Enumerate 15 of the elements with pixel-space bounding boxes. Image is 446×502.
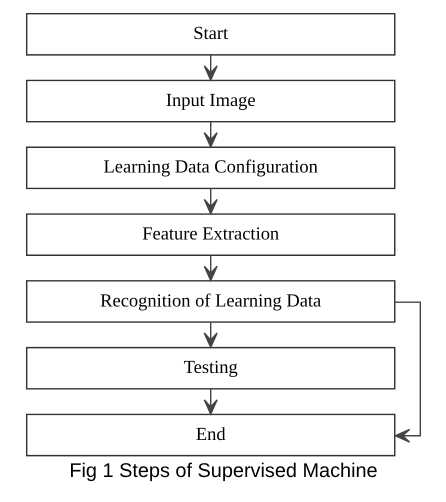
- arrow: [203, 322, 218, 348]
- node-box: End: [25, 414, 395, 456]
- arrow: [203, 188, 218, 214]
- node-box: Recognition of Learning Data: [25, 280, 395, 323]
- arrow: [394, 301, 421, 443]
- arrow: [203, 389, 218, 415]
- node-box: Testing: [25, 346, 395, 390]
- node-box: Learning Data Configuration: [25, 146, 395, 190]
- arrow: [203, 55, 218, 81]
- node-box: Feature Extraction: [25, 213, 395, 256]
- arrow: [203, 255, 218, 282]
- caption: Fig 1 Steps of Supervised Machine: [68, 460, 378, 482]
- arrow: [203, 122, 218, 148]
- node-box: Start: [25, 12, 395, 56]
- node-box: Input Image: [25, 80, 395, 122]
